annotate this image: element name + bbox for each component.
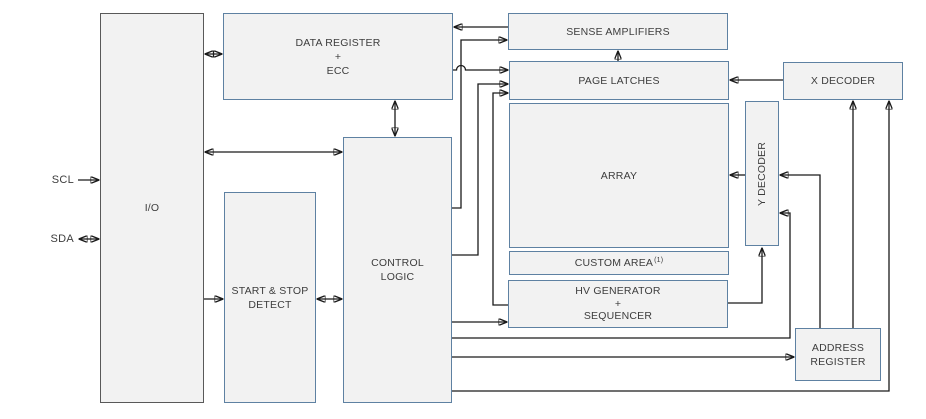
data-register-ecc-label: DATA REGISTER + ECC (295, 36, 381, 77)
start-stop-detect-label: START & STOP DETECT (231, 284, 309, 311)
wire-addressregister-to-ydecoder (780, 175, 821, 328)
wire-controllogic-to-xdecoder (451, 101, 889, 392)
wire-hvgenerator-to-pagelatches (492, 93, 509, 306)
sense-amplifiers-label: SENSE AMPLIFIERS (566, 25, 670, 38)
page-latches-label: PAGE LATCHES (578, 74, 660, 87)
custom-area-footnote-marker: (1) (654, 256, 664, 264)
page-latches-block: PAGE LATCHES (509, 61, 729, 100)
data-register-ecc-block: DATA REGISTER + ECC (223, 13, 453, 100)
y-decoder-block: Y DECODER (745, 101, 779, 246)
wire-dataregister-to-pagelatches (452, 64, 508, 71)
wire-controllogic-to-senseamplifiers (451, 40, 507, 209)
array-block: ARRAY (509, 103, 729, 248)
wire-controllogic-to-pagelatches (451, 84, 508, 256)
x-decoder-label: X DECODER (810, 75, 876, 87)
custom-area-label: CUSTOM AREA(1) (575, 256, 664, 270)
start-stop-detect-block: START & STOP DETECT (224, 192, 316, 403)
scl-signal-label: SCL (51, 174, 74, 186)
address-register-block: ADDRESS REGISTER (795, 328, 881, 381)
hv-generator-sequencer-label: HV GENERATOR + SEQUENCER (575, 285, 661, 323)
y-decoder-label: Y DECODER (756, 141, 769, 206)
hv-generator-sequencer-block: HV GENERATOR + SEQUENCER (508, 280, 728, 328)
wire-controllogic-to-ydecoder (451, 213, 791, 339)
sda-signal-label: SDA (50, 233, 74, 245)
custom-area-label-text: CUSTOM AREA (574, 257, 654, 269)
address-register-label: ADDRESS REGISTER (810, 341, 866, 368)
array-label: ARRAY (600, 169, 638, 182)
control-logic-label: CONTROL LOGIC (371, 257, 424, 283)
sense-amplifiers-block: SENSE AMPLIFIERS (508, 13, 728, 50)
control-logic-block: CONTROL LOGIC (343, 137, 452, 403)
custom-area-block: CUSTOM AREA(1) (509, 251, 729, 275)
io-block: I/O (100, 13, 204, 403)
wire-hvgenerator-to-ydecoder (728, 248, 762, 304)
x-decoder-block: X DECODER (783, 62, 903, 100)
io-block-label: I/O (144, 202, 160, 214)
